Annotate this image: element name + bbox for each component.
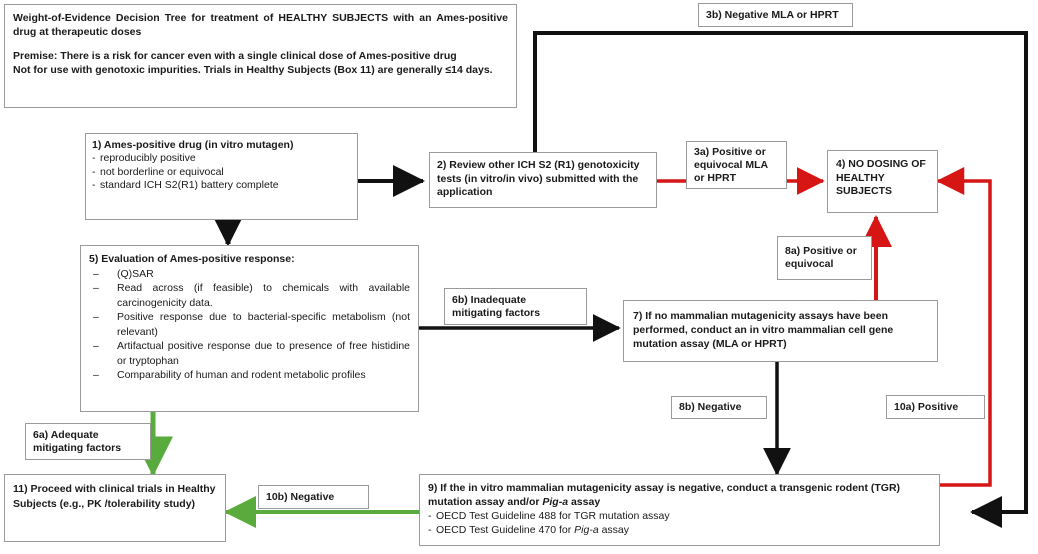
list-item: (Q)SAR bbox=[89, 267, 410, 282]
label-10a-positive[interactable]: 10a) Positive bbox=[886, 395, 985, 419]
title-line1-tail: with an Ames-positive drug at therapeuti… bbox=[13, 12, 508, 38]
box-5-list: (Q)SAR Read across (if feasible) to chem… bbox=[89, 267, 410, 383]
title-box: Weight-of-Evidence Decision Tree for tre… bbox=[4, 4, 517, 108]
box-4-text: 4) NO DOSING OF HEALTHY SUBJECTS bbox=[836, 158, 926, 198]
box-7-text: 7) If no mammalian mutagenicity assays h… bbox=[633, 310, 894, 350]
label-10b-negative[interactable]: 10b) Negative bbox=[258, 485, 369, 509]
list-item: standard ICH S2(R1) battery complete bbox=[92, 179, 351, 192]
label-10b-text: 10b) Negative bbox=[266, 490, 335, 503]
label-6b-inadequate-mitigating[interactable]: 6b) Inadequate mitigating factors bbox=[444, 288, 587, 325]
box-11-text: 11) Proceed with clinical trials in Heal… bbox=[13, 483, 216, 510]
box-5-evaluation-of-response[interactable]: 5) Evaluation of Ames-positive response:… bbox=[80, 245, 419, 412]
box-9-list: OECD Test Guideline 488 for TGR mutation… bbox=[428, 509, 931, 537]
label-8a-text: 8a) Positive or equivocal bbox=[785, 245, 857, 270]
label-6b-text: 6b) Inadequate mitigating factors bbox=[452, 293, 541, 319]
box-4-no-dosing-healthy-subjects[interactable]: 4) NO DOSING OF HEALTHY SUBJECTS bbox=[827, 150, 938, 213]
list-item: OECD Test Guideline 488 for TGR mutation… bbox=[428, 509, 931, 523]
box-11-proceed-clinical-trials[interactable]: 11) Proceed with clinical trials in Heal… bbox=[4, 474, 226, 542]
box-1-list: reproducibly positive not borderline or … bbox=[92, 152, 351, 192]
label-3b-text: 3b) Negative MLA or HPRT bbox=[706, 8, 839, 21]
title-line1-emph: HEALTHY SUBJECTS bbox=[278, 12, 389, 24]
premise-line: Premise: There is a risk for cancer even… bbox=[13, 50, 457, 63]
box-9-sub2-italic: Pig-a bbox=[574, 524, 599, 536]
label-3b-negative[interactable]: 3b) Negative MLA or HPRT bbox=[698, 3, 853, 27]
box-7-in-vitro-mammalian-assay[interactable]: 7) If no mammalian mutagenicity assays h… bbox=[623, 300, 938, 362]
box-9-heading-pre: 9) If the in vitro mammalian mutagenicit… bbox=[428, 482, 901, 508]
list-item: Read across (if feasible) to chemicals w… bbox=[89, 281, 410, 310]
title-line1-pre: Weight-of-Evidence Decision Tree for tre… bbox=[13, 12, 279, 24]
title-line1: Weight-of-Evidence Decision Tree for tre… bbox=[13, 12, 508, 39]
label-8b-negative[interactable]: 8b) Negative bbox=[671, 396, 767, 419]
list-item: Artifactual positive response due to pre… bbox=[89, 339, 410, 368]
list-item: Positive response due to bacterial-speci… bbox=[89, 310, 410, 339]
list-item: reproducibly positive bbox=[92, 152, 351, 165]
box-1-ames-positive-drug[interactable]: 1) Ames-positive drug (in vitro mutagen)… bbox=[85, 133, 358, 220]
box-2-text: 2) Review other ICH S2 (R1) genotoxicity… bbox=[437, 159, 640, 199]
label-10a-text: 10a) Positive bbox=[894, 400, 959, 413]
box-9-transgenic-rodent-assay[interactable]: 9) If the in vitro mammalian mutagenicit… bbox=[419, 474, 940, 546]
list-item: OECD Test Guideline 470 for Pig-a assay bbox=[428, 523, 931, 537]
label-8a-positive-or-equivocal[interactable]: 8a) Positive or equivocal bbox=[777, 236, 872, 280]
label-3a-text: 3a) Positive or equivocal MLA or HPRT bbox=[694, 145, 768, 184]
box-9-heading-italic: Pig-a bbox=[542, 496, 569, 508]
impurities-line: Not for use with genotoxic impurities. T… bbox=[13, 63, 493, 76]
box-9-sub2-tail: assay bbox=[598, 524, 630, 536]
box-2-review-ich-s2-tests[interactable]: 2) Review other ICH S2 (R1) genotoxicity… bbox=[429, 152, 657, 208]
arrow-box9-to-box4-red bbox=[936, 167, 992, 487]
box-1-heading: 1) Ames-positive drug (in vitro mutagen) bbox=[92, 139, 294, 151]
box-9-sub2-pre: OECD Test Guideline 470 for bbox=[436, 524, 575, 536]
label-6a-adequate-mitigating[interactable]: 6a) Adequate mitigating factors bbox=[25, 423, 151, 460]
list-item: not borderline or equivocal bbox=[92, 166, 351, 179]
label-3a-positive-or-equivocal[interactable]: 3a) Positive or equivocal MLA or HPRT bbox=[686, 141, 787, 189]
label-8b-text: 8b) Negative bbox=[679, 401, 742, 413]
box-9-heading-tail: assay bbox=[568, 496, 601, 508]
box-5-heading: 5) Evaluation of Ames-positive response: bbox=[89, 253, 295, 265]
label-6a-text: 6a) Adequate mitigating factors bbox=[33, 428, 122, 454]
box-9-heading: 9) If the in vitro mammalian mutagenicit… bbox=[428, 481, 931, 509]
list-item: Comparability of human and rodent metabo… bbox=[89, 368, 410, 383]
